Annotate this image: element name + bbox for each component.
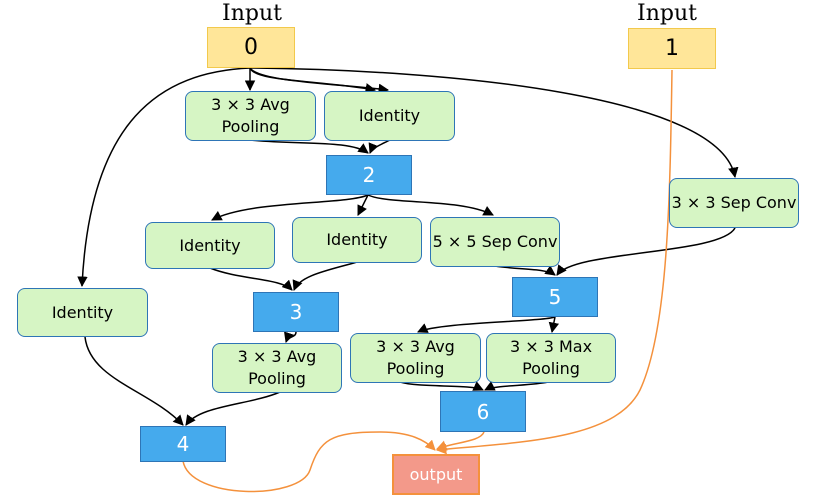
edge-identity-a-to-2 [368,139,391,154]
edge-identity-c-to-3 [292,261,358,291]
node-state-6: 6 [440,391,526,432]
node-op-sep-conv-3: 3 × 3 Sep Conv [669,178,799,228]
edge-0-to-identity-d [77,67,251,288]
input-label-left: Input [222,1,282,26]
node-op-identity-b: Identity [145,222,275,269]
edge-0-to-sep3 [249,67,739,179]
node-op-identity-a: Identity [324,91,455,141]
node-output: output [392,454,480,495]
edge-2-to-sep5 [367,194,494,216]
node-state-3: 3 [253,292,339,332]
node-op-avg-pooling-c: 3 × 3 Avg Pooling [350,333,481,383]
node-op-avg-pooling-b: 3 × 3 Avg Pooling [212,343,342,393]
edge-5-to-avg-c [417,316,556,333]
node-op-identity-d: Identity [17,288,148,337]
node-op-avg-pooling-a: 3 × 3 Avg Pooling [185,91,316,141]
edge-sep5-to-5 [494,265,556,276]
node-state-5: 5 [512,277,598,317]
node-state-2: 2 [326,155,412,195]
edge-identity-d-to-4 [84,336,184,426]
input-label-right: Input [637,1,697,26]
node-op-sep-conv-5: 5 × 5 Sep Conv [430,217,560,267]
edge-identity-b-to-3 [209,267,293,291]
edge-4-to-output [182,431,436,493]
node-input-1: 1 [628,28,716,69]
edge-avg-a-to-2 [249,139,369,154]
edge-6-to-output [436,431,485,451]
node-op-max-pooling: 3 × 3 Max Pooling [486,333,616,383]
edge-avg-c-to-6 [399,381,484,391]
edge-avg-b-to-4 [185,391,281,426]
edge-2-to-identity-c [357,194,369,216]
edge-sep3-to-5 [556,227,736,276]
node-state-4: 4 [140,426,226,462]
node-input-0: 0 [207,27,295,68]
edge-2-to-identity-b [211,194,369,221]
edge-0-to-identity-a-2 [249,67,390,95]
edge-max-to-6 [484,381,549,391]
edge-5-to-max [548,316,560,334]
node-op-identity-c: Identity [292,217,422,263]
edge-3-to-avg-b [284,331,297,343]
